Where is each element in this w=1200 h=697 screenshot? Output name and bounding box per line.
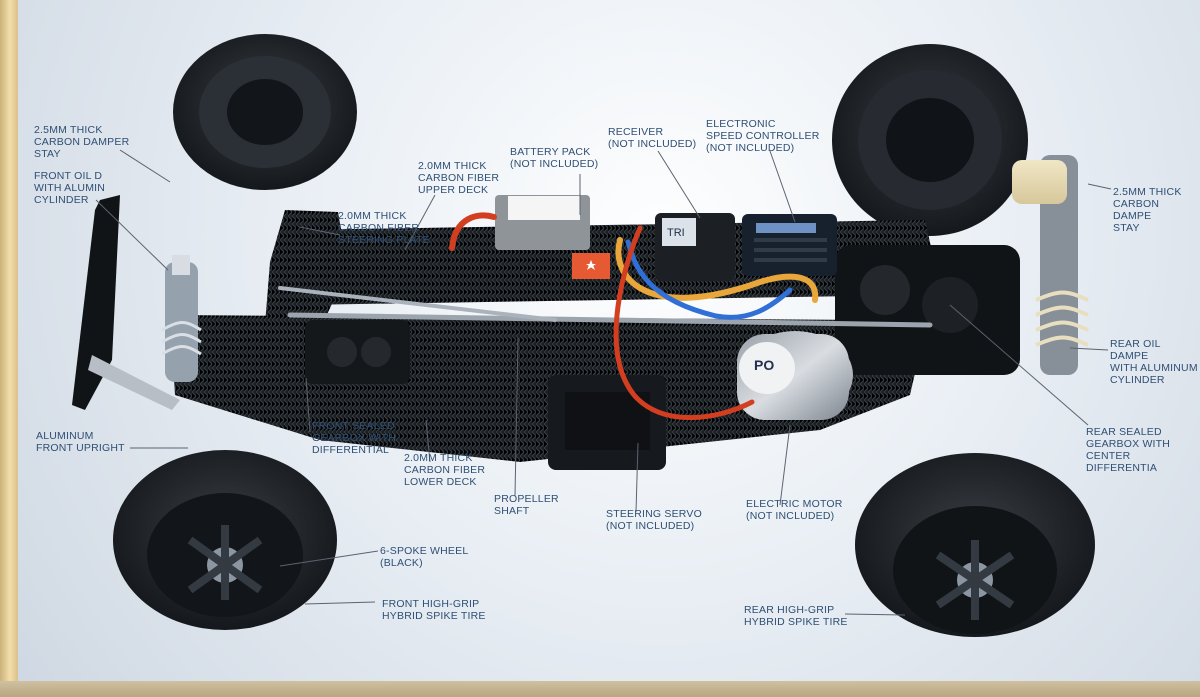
label-lower-deck: 2.0mm THICK CARBON FIBER LOWER DECK <box>404 452 486 488</box>
receiver: TRI <box>655 213 735 281</box>
label-wheel: 6-SPOKE WHEEL (BLACK) <box>380 545 469 569</box>
svg-text:PO: PO <box>754 357 774 373</box>
label-upper-deck: 2.0mm THICK CARBON FIBER UPPER DECK <box>418 160 500 196</box>
leader-lines <box>95 149 1112 616</box>
rear-left-tire <box>832 44 1028 236</box>
wiring <box>449 212 819 421</box>
label-propeller-shaft: PROPELLER SHAFT <box>494 493 559 517</box>
label-rear-damper-stay: 2.5mm THICK CARBON DAMPE STAY <box>1113 186 1182 234</box>
front-wing-plate <box>72 195 180 410</box>
label-front-gearbox: FRONT SEALED GEARBOX WITH DIFFERENTIAL <box>312 420 397 456</box>
propeller-shaft <box>278 286 933 328</box>
label-steering-plate: 2.0mm THICK CARBON FIBER STEERING PLATE <box>338 210 430 246</box>
label-rear-oil-damper: REAR OIL DAMPE WITH ALUMINUM CYLINDER <box>1110 338 1198 386</box>
label-front-oil-damper: FRONT OIL D WITH ALUMIN CYLINDER <box>34 170 106 206</box>
rear-shock <box>1012 155 1089 375</box>
esc <box>742 214 837 276</box>
front-right-tire <box>113 450 337 630</box>
label-rear-gearbox: REAR SEALED GEARBOX WITH CENTER DIFFEREN… <box>1086 426 1171 474</box>
front-shock <box>161 255 202 382</box>
label-battery-pack: BATTERY PACK (NOT INCLUDED) <box>510 146 599 170</box>
front-left-tire <box>173 34 357 190</box>
label-receiver: RECEIVER (NOT INCLUDED) <box>608 126 697 150</box>
label-electric-motor: ELECTRIC MOTOR (NOT INCLUDED) <box>746 498 843 522</box>
electric-motor: PO <box>737 331 853 420</box>
label-aluminum-upright: ALUMINUM FRONT UPRIGHT <box>36 430 125 454</box>
label-esc: ELECTRONIC SPEED CONTROLLER (NOT INCLUDE… <box>706 118 820 154</box>
label-rear-tire: REAR HIGH-GRIP HYBRID SPIKE TIRE <box>744 604 848 628</box>
label-steering-servo: STEERING SERVO (NOT INCLUDED) <box>606 508 702 532</box>
steering-servo <box>548 375 666 470</box>
rear-gearbox <box>835 245 1020 375</box>
battery-pack <box>495 195 610 279</box>
rear-right-tire <box>855 453 1095 637</box>
front-gearbox <box>305 320 410 384</box>
box-bottom-strip <box>0 681 1200 697</box>
label-front-tire: FRONT HIGH-GRIP HYBRID SPIKE TIRE <box>382 598 486 622</box>
svg-text:TRI: TRI <box>667 227 685 239</box>
label-front-damper-stay: 2.5mm THICK CARBON DAMPER STAY <box>34 124 130 160</box>
box-edge <box>0 0 18 697</box>
